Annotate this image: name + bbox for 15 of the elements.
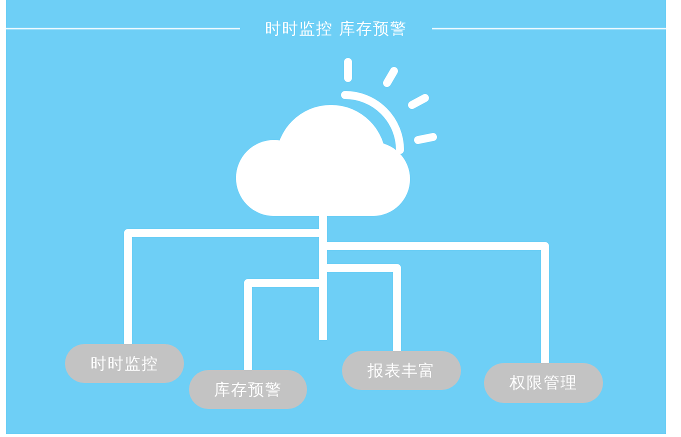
connector-line xyxy=(124,229,319,344)
connector-line xyxy=(319,216,327,340)
connector-line xyxy=(327,242,549,363)
connector-line xyxy=(244,279,319,370)
connector-line xyxy=(327,264,401,351)
feature-label: 时时监控 xyxy=(90,354,158,374)
feature-label: 库存预警 xyxy=(214,380,282,400)
feature-pill xyxy=(189,370,307,409)
feature-label: 报表丰富 xyxy=(368,360,436,380)
title: 时时监控 库存预警 xyxy=(264,19,408,38)
cloud-shape xyxy=(236,105,410,216)
feature-pill xyxy=(65,344,184,383)
feature-pill xyxy=(342,351,461,390)
feature-label: 权限管理 xyxy=(510,373,578,393)
feature-pill xyxy=(484,363,603,403)
